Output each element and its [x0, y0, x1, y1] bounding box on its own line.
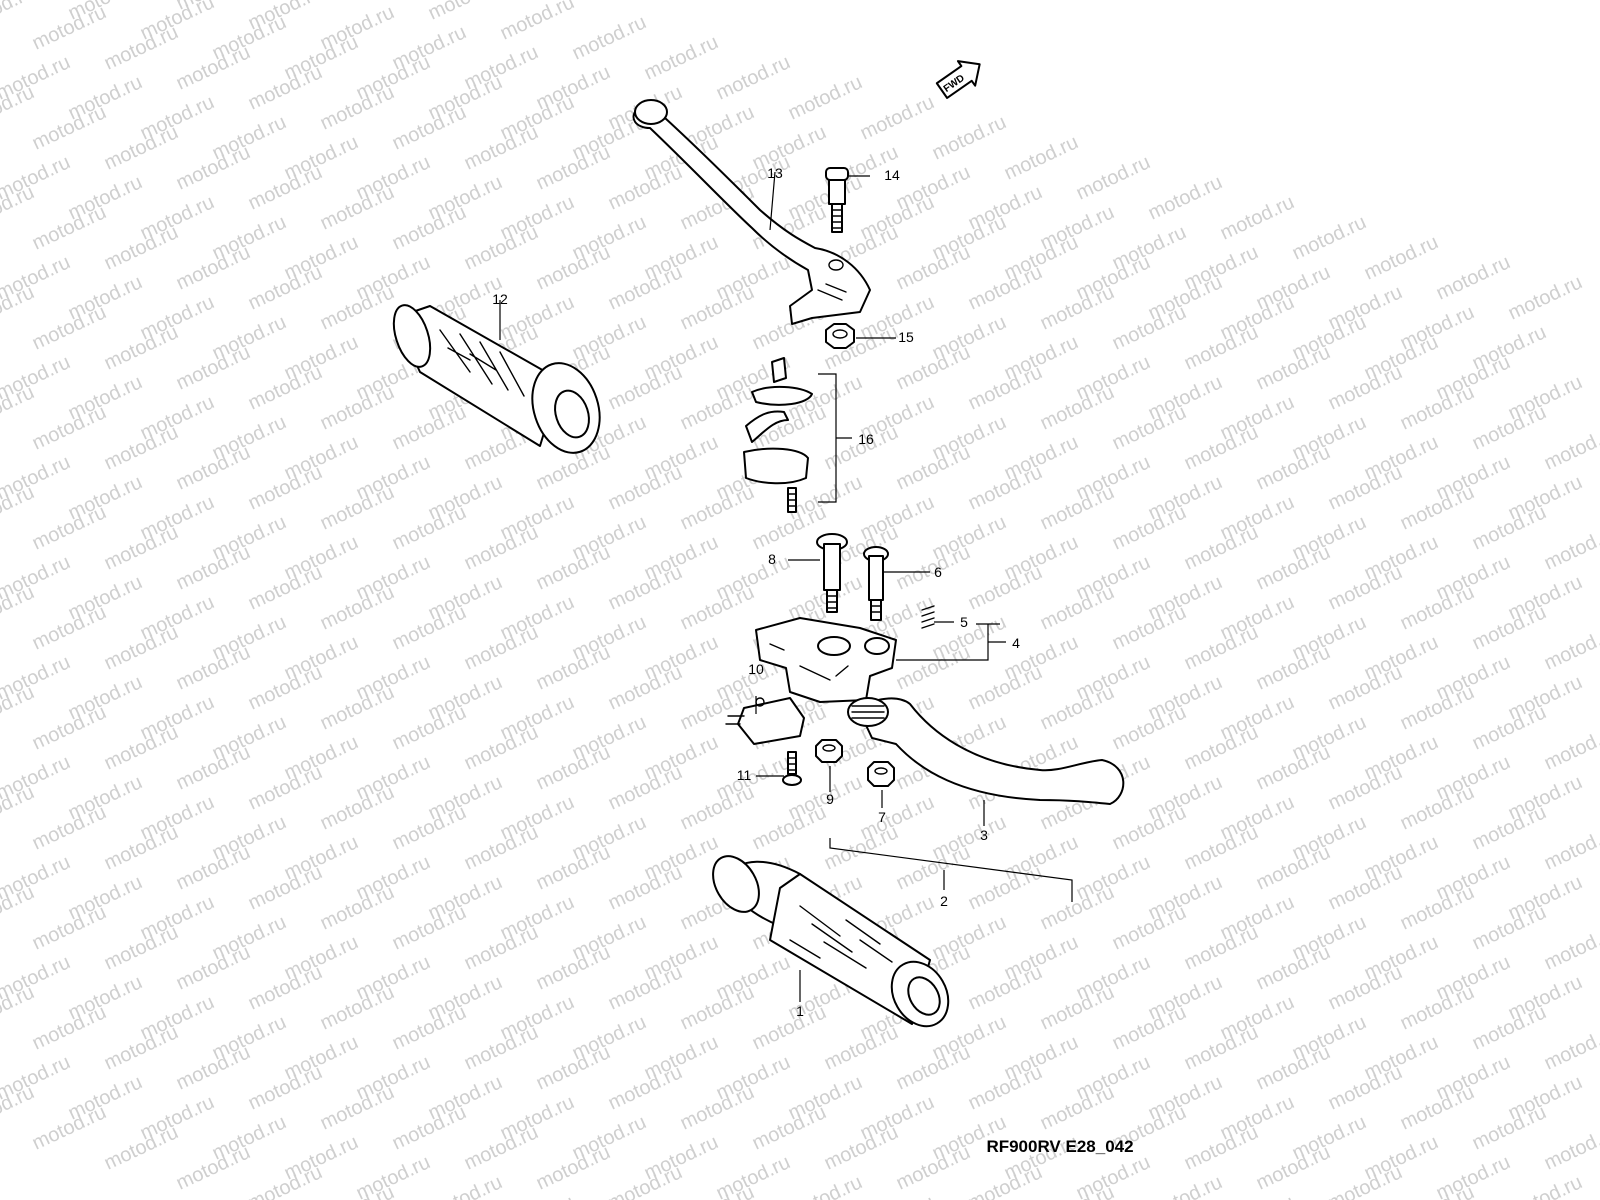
callout-labels: 1 2 3 4 5 6 7 8 9 10 11 12 13 14 15 16: [492, 165, 1020, 1019]
watermark-text: motod.ru: [1541, 1121, 1600, 1174]
watermark-text: motod.ru: [1145, 1171, 1226, 1200]
watermark-text: motod.ru: [785, 1171, 866, 1200]
watermark-text: motod.ru: [1541, 721, 1600, 774]
callout-9: 9: [826, 791, 834, 807]
spring: [921, 605, 935, 629]
brake-light-switch: [725, 697, 805, 745]
watermark-text: motod.ru: [1541, 921, 1600, 974]
bolt-8: [816, 533, 848, 613]
callout-12: 12: [492, 291, 508, 307]
fwd-arrow-icon: FWD: [935, 60, 981, 99]
callout-1: 1: [796, 1003, 804, 1019]
watermark-text: motod.ru: [353, 0, 434, 5]
watermark-text: motod.ru: [1505, 271, 1586, 324]
callout-3: 3: [980, 827, 988, 843]
pivot-bolt: [825, 167, 849, 233]
watermark-text: motod.ru: [425, 1171, 506, 1200]
watermark-text: motod.ru: [1289, 211, 1370, 264]
watermark-text: motod.ru: [0, 131, 2, 184]
watermark-text: motod.ru: [0, 1031, 2, 1084]
watermark-text: motod.ru: [1361, 231, 1442, 284]
watermark-text: motod.ru: [641, 31, 722, 84]
diagram-caption: RF900RV E28_042: [986, 1137, 1133, 1156]
bolt-6: [863, 546, 889, 621]
watermark-text: motod.ru: [425, 0, 506, 25]
lever-nut: [825, 323, 855, 349]
callout-16: 16: [858, 431, 874, 447]
watermark-text: motod.ru: [1001, 131, 1082, 184]
watermark-text: motod.ru: [0, 831, 2, 884]
watermark-text: motod.ru: [569, 11, 650, 64]
watermark-text: motod.ru: [857, 91, 938, 144]
watermark-text: motod.ru: [1217, 191, 1298, 244]
watermark-text: motod.ru: [713, 51, 794, 104]
watermark-text: motod.ru: [0, 931, 2, 984]
watermark-text: motod.ru: [1433, 251, 1514, 304]
clamp-set: [743, 357, 852, 513]
watermark-text: motod.ru: [0, 331, 2, 384]
watermark-text: motod.ru: [1541, 1021, 1600, 1074]
watermark-text: motod.ru: [0, 0, 38, 35]
watermark-text: motod.ru: [0, 531, 2, 584]
watermark-text: motod.ru: [497, 0, 578, 45]
brake-lever: [847, 697, 1125, 805]
watermark-text: motod.ru: [1541, 421, 1600, 474]
watermark-text: motod.ru: [1217, 1191, 1298, 1200]
nut-7: [867, 761, 895, 787]
grip-right: [712, 855, 950, 1028]
leader-lines: [499, 171, 1073, 1002]
watermark-text: motod.ru: [1541, 521, 1600, 574]
nut-9: [815, 739, 843, 763]
watermark-text: motod.ru: [0, 731, 2, 784]
callout-6: 6: [934, 564, 942, 580]
watermark-text: motod.ru: [0, 631, 2, 684]
callout-11: 11: [737, 767, 752, 783]
switch-screw: [782, 751, 802, 786]
watermark-text: motod.ru: [497, 1191, 578, 1200]
callout-5: 5: [960, 614, 968, 630]
callout-14: 14: [884, 167, 900, 183]
watermark-text: motod.ru: [1505, 1171, 1586, 1200]
watermark-text: motod.ru: [1073, 151, 1154, 204]
grip-left: [392, 304, 601, 454]
callout-13: 13: [767, 165, 783, 181]
callout-2: 2: [940, 893, 948, 909]
watermark-text: motod.ru: [1541, 621, 1600, 674]
callout-4: 4: [1012, 635, 1020, 651]
callout-15: 15: [898, 329, 914, 345]
clutch-lever: [632, 99, 871, 325]
callout-7: 7: [878, 809, 886, 825]
watermark-text: motod.ru: [1541, 821, 1600, 874]
watermark-text: motod.ru: [0, 31, 2, 84]
callout-10: 10: [748, 661, 764, 677]
watermark-text: motod.ru: [1145, 171, 1226, 224]
watermark-text: motod.ru: [857, 1191, 938, 1200]
watermark-text: motod.ru: [0, 431, 2, 484]
lever-holder: [755, 617, 897, 703]
watermark-text: motod.ru: [0, 231, 2, 284]
callout-8: 8: [768, 551, 776, 567]
watermark-text: motod.ru: [929, 111, 1010, 164]
watermark-text: motod.ru: [785, 71, 866, 124]
